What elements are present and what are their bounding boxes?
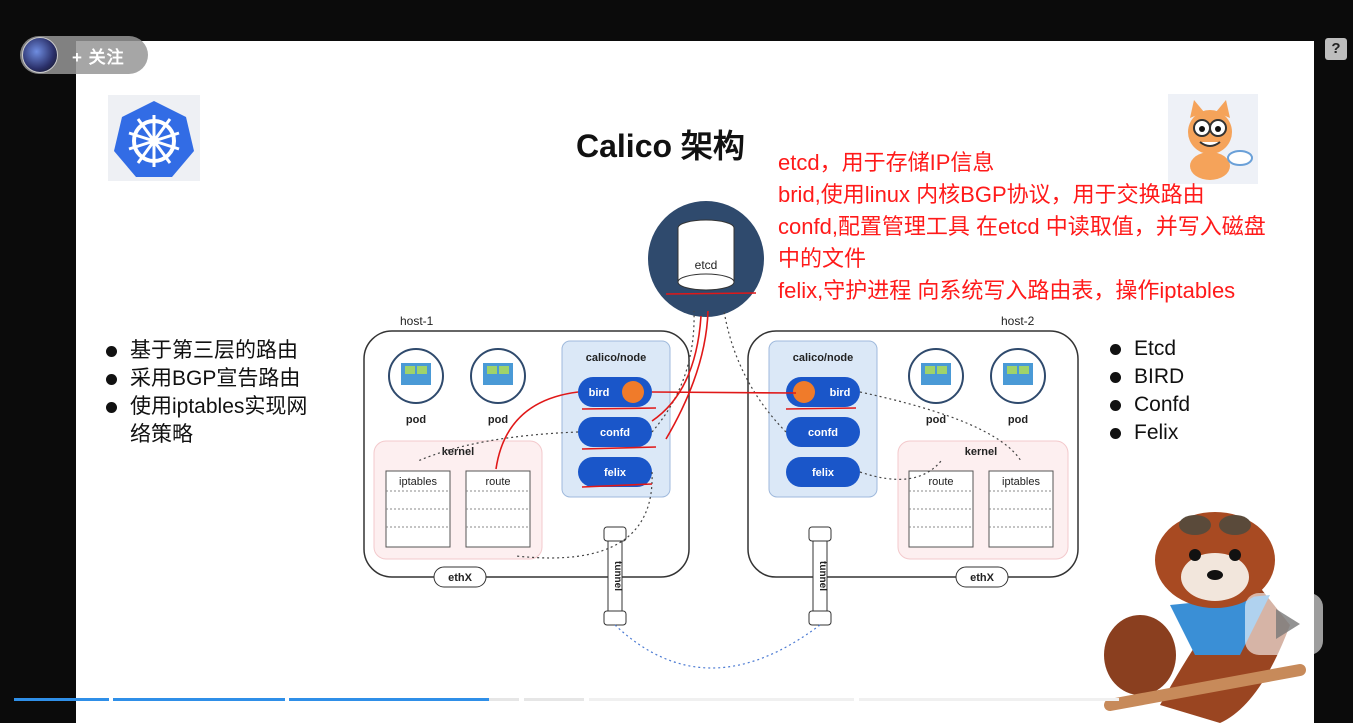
note-line: 中的文件 <box>778 246 867 271</box>
list-item: 使用iptables实现网 <box>104 393 334 421</box>
play-icon[interactable] <box>1276 609 1300 639</box>
list-item: 基于第三层的路由 <box>104 337 334 365</box>
list-item: Felix <box>1108 419 1228 447</box>
progress-segment[interactable] <box>14 698 109 701</box>
ethx-pill <box>955 566 1009 588</box>
list-item: BIRD <box>1108 363 1228 391</box>
etcd-label: etcd <box>695 258 718 272</box>
confd-pill <box>786 417 860 447</box>
ethx-label: ethX <box>970 572 995 584</box>
felix-label: felix <box>812 467 835 479</box>
follow-button[interactable]: + 关注 <box>20 36 148 74</box>
felix-pill <box>786 457 860 487</box>
component-bullet-list: Etcd BIRD Confd Felix <box>1108 335 1228 447</box>
felix-label: felix <box>604 467 627 479</box>
feature-bullet-list: 基于第三层的路由 采用BGP宣告路由 使用iptables实现网 络策略 <box>104 337 334 449</box>
progress-segment[interactable] <box>524 698 584 701</box>
kernel-label: kernel <box>442 446 474 458</box>
pod-label: pod <box>926 414 946 426</box>
note-line: felix,守护进程 向系统写入路由表，操作iptables <box>778 278 1236 303</box>
iptables-label: iptables <box>1002 476 1040 488</box>
progress-segment[interactable] <box>489 698 519 701</box>
calico-node-label: calico/node <box>586 352 647 364</box>
red-panda-mascot <box>1104 512 1323 723</box>
note-line: brid,使用linux 内核BGP协议，用于交换路由 <box>778 182 1205 207</box>
kernel-label: kernel <box>965 446 997 458</box>
route-label: route <box>928 476 953 488</box>
router-icon <box>622 381 644 403</box>
progress-segment[interactable] <box>859 698 1119 701</box>
confd-pill <box>578 417 652 447</box>
calico-architecture-diagram: etcd host-1 host-2 pod pod kernel iptabl… <box>363 201 1079 669</box>
etcd-node: etcd <box>648 201 764 317</box>
list-item-continuation: 络策略 <box>130 423 193 446</box>
list-item: Confd <box>1108 391 1228 419</box>
pod-label: pod <box>1008 414 1028 426</box>
kubernetes-logo <box>108 95 200 181</box>
video-progress-bar[interactable] <box>14 698 1324 702</box>
host-2-label: host-2 <box>1001 314 1035 328</box>
confd-label: confd <box>600 427 630 439</box>
tunnel-1: tunnel <box>603 526 627 626</box>
ethx-pill <box>433 566 487 588</box>
help-icon[interactable]: ? <box>1325 38 1347 60</box>
felix-pill <box>578 457 652 487</box>
list-item: 采用BGP宣告路由 <box>104 365 334 393</box>
router-icon <box>793 381 815 403</box>
pod-label: pod <box>406 414 426 426</box>
slide-title: Calico 架构 <box>576 128 745 164</box>
pod-icon <box>990 348 1046 404</box>
tunnel-label: tunnel <box>612 561 623 591</box>
channel-avatar[interactable] <box>22 37 58 73</box>
dotted-connectors <box>417 310 1022 669</box>
red-annotation-notes: etcd，用于存储IP信息 brid,使用linux 内核BGP协议，用于交换路… <box>778 147 1266 307</box>
slide-canvas: Calico 架构 etcd，用于存储IP信息 brid,使用linux 内核B… <box>76 41 1314 723</box>
pod-icon <box>388 348 444 404</box>
progress-segment[interactable] <box>289 698 489 701</box>
bird-label: bird <box>830 387 851 399</box>
host-1-label: host-1 <box>400 314 434 328</box>
red-ink-annotations <box>495 292 857 488</box>
calico-node-label: calico/node <box>793 352 854 364</box>
route-label: route <box>485 476 510 488</box>
iptables-label: iptables <box>399 476 437 488</box>
note-line: etcd，用于存储IP信息 <box>778 150 995 175</box>
confd-label: confd <box>808 427 838 439</box>
tunnel-2: tunnel <box>808 526 832 626</box>
progress-segment[interactable] <box>589 698 854 701</box>
progress-segment[interactable] <box>113 698 285 701</box>
bird-label: bird <box>589 387 610 399</box>
pod-icon <box>470 348 526 404</box>
note-line: confd,配置管理工具 在etcd 中读取值，并写入磁盘 <box>778 214 1266 239</box>
pod-icon <box>908 348 964 404</box>
pod-label: pod <box>488 414 508 426</box>
list-item: Etcd <box>1108 335 1228 363</box>
ethx-label: ethX <box>448 572 473 584</box>
tunnel-label: tunnel <box>817 561 828 591</box>
calico-cat-logo <box>1168 94 1258 184</box>
follow-label: + 关注 <box>72 47 125 67</box>
